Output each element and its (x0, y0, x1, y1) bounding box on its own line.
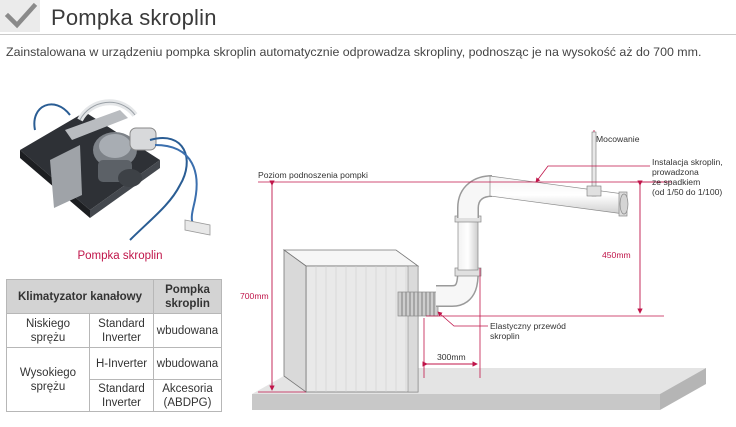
description-text: Zainstalowana w urządzeniu pompka skropl… (6, 45, 702, 59)
dimension-300: 300mm (437, 352, 466, 362)
dimension-700: 700mm (240, 291, 269, 301)
pump-photo (20, 99, 211, 241)
header-corner-mark (0, 0, 40, 32)
table-cell-value: Akcesoria(ABDPG) (153, 379, 222, 412)
header-divider (0, 34, 736, 35)
pump-photo-caption: Pompka skroplin (77, 250, 163, 262)
label-pump-level: Poziom podnoszenia pompki (258, 170, 368, 180)
table-cell-value: wbudowana (153, 347, 222, 380)
table-cell-type: H-Inverter (89, 347, 154, 380)
page-title: Pompka skroplin (51, 5, 217, 30)
flexible-hose (397, 291, 439, 317)
table-header-unit: Klimatyzator kanałowy (6, 279, 154, 314)
installation-diagram (252, 130, 706, 410)
dimension-450: 450mm (602, 250, 631, 260)
label-mounting: Mocowanie (596, 134, 640, 144)
table-cell-value: wbudowana (153, 313, 222, 348)
